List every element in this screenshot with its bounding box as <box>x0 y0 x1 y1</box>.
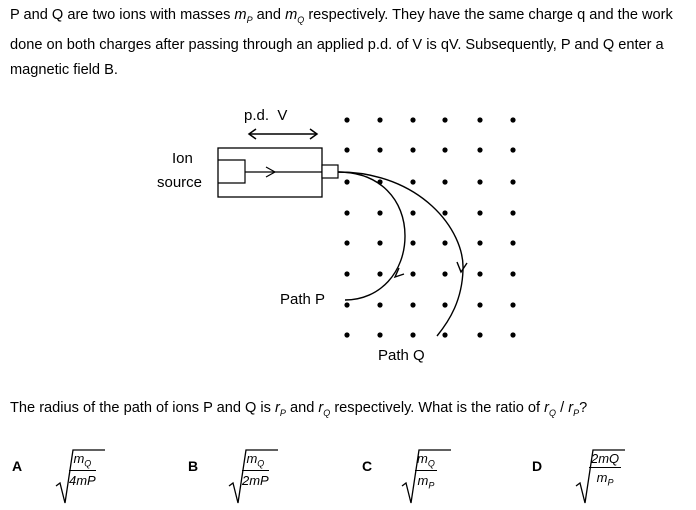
field-dot <box>477 210 483 216</box>
numerator: 2mQ <box>589 451 622 468</box>
path-p-label: Path P <box>280 291 325 308</box>
option-d-fraction: 2mQ mP <box>589 451 622 488</box>
field-dot <box>344 147 350 153</box>
option-d-letter[interactable]: D <box>532 458 543 474</box>
question-ask: The radius of the path of ions P and Q i… <box>10 400 588 418</box>
field-dot <box>410 302 416 308</box>
square-root-icon <box>55 449 105 504</box>
field-dot <box>344 117 350 123</box>
pd-label: p.d. V <box>244 107 287 124</box>
source-label: source <box>157 174 202 191</box>
field-dot <box>510 302 516 308</box>
numerator: mQ <box>242 451 269 471</box>
field-dot <box>344 179 350 185</box>
field-dot <box>410 240 416 246</box>
field-dot <box>442 332 448 338</box>
magnetic-field-dots <box>344 117 516 338</box>
field-dot <box>510 240 516 246</box>
field-dot <box>442 117 448 123</box>
square-root-icon <box>228 449 278 504</box>
option-b-letter[interactable]: B <box>188 458 199 474</box>
field-dot <box>410 179 416 185</box>
field-dot <box>442 179 448 185</box>
field-dot <box>477 332 483 338</box>
field-dot <box>344 332 350 338</box>
field-dot <box>344 271 350 277</box>
field-dot <box>377 147 383 153</box>
field-dot <box>510 332 516 338</box>
field-dot <box>410 147 416 153</box>
square-root-icon <box>401 449 451 504</box>
field-dot <box>344 302 350 308</box>
field-dot <box>377 302 383 308</box>
ion-label: Ion <box>172 150 193 167</box>
field-dot <box>442 240 448 246</box>
field-dot <box>477 117 483 123</box>
field-dot <box>344 210 350 216</box>
field-dot <box>377 240 383 246</box>
field-dot <box>377 117 383 123</box>
field-dot <box>344 240 350 246</box>
field-dot <box>410 271 416 277</box>
field-dot <box>377 210 383 216</box>
field-dot <box>477 302 483 308</box>
ion-magnetic-field-diagram: p.d. V Ion source Path P Path Q <box>157 107 516 364</box>
question-intro: P and Q are two ions with masses mP and … <box>10 7 673 78</box>
field-dot <box>510 210 516 216</box>
field-dot <box>477 271 483 277</box>
field-dot <box>442 210 448 216</box>
field-dot <box>442 147 448 153</box>
field-dot <box>377 271 383 277</box>
field-dot <box>510 271 516 277</box>
field-dot <box>510 117 516 123</box>
path-q-label: Path Q <box>378 347 425 364</box>
field-dot <box>477 240 483 246</box>
field-dot <box>377 332 383 338</box>
field-dot <box>510 179 516 185</box>
field-dot <box>477 179 483 185</box>
field-dot <box>442 302 448 308</box>
path-q-arc <box>337 171 464 337</box>
denominator: 4mP <box>69 472 96 488</box>
numerator: mQ <box>69 451 96 471</box>
denominator: mP <box>596 470 614 488</box>
path-p-arc <box>337 171 406 301</box>
option-a-letter[interactable]: A <box>12 458 23 474</box>
square-root-icon <box>575 449 625 504</box>
field-dot <box>410 332 416 338</box>
field-dot <box>477 147 483 153</box>
field-dot <box>410 210 416 216</box>
field-dot <box>410 117 416 123</box>
denominator: mP <box>417 472 435 491</box>
nozzle <box>321 164 339 179</box>
field-dot <box>442 271 448 277</box>
numerator: mQ <box>415 451 437 471</box>
field-dot <box>510 147 516 153</box>
denominator: 2mP <box>242 472 269 488</box>
option-c-letter[interactable]: C <box>362 458 373 474</box>
